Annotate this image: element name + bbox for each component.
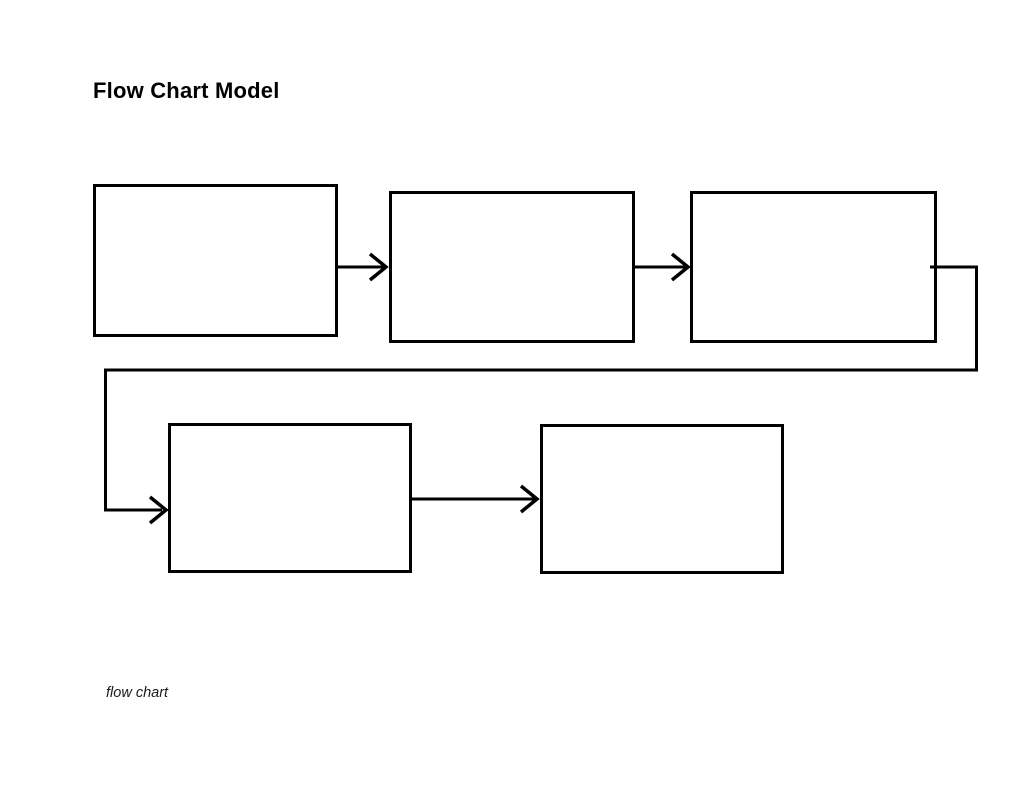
flow-box-2 xyxy=(389,191,635,343)
arrowhead-right-icon xyxy=(148,495,169,525)
flow-box-5 xyxy=(540,424,784,574)
arrow-box4-to-box5 xyxy=(412,484,540,514)
arrow-box1-to-box2 xyxy=(338,252,389,282)
arrowhead-right-icon xyxy=(519,484,540,514)
flow-box-1 xyxy=(93,184,338,337)
arrowhead-right-icon xyxy=(368,252,389,282)
flow-box-4 xyxy=(168,423,412,573)
elbow-connector xyxy=(104,265,978,512)
caption-text: flow chart xyxy=(106,685,169,701)
flowchart-drawing xyxy=(93,184,978,574)
arrowhead-right-icon xyxy=(670,252,691,282)
flow-box-3 xyxy=(690,191,937,343)
page-title: Flow Chart Model xyxy=(93,78,280,103)
arrow-box2-to-box3 xyxy=(635,252,691,282)
arrow-box3-to-box4 xyxy=(104,265,978,525)
